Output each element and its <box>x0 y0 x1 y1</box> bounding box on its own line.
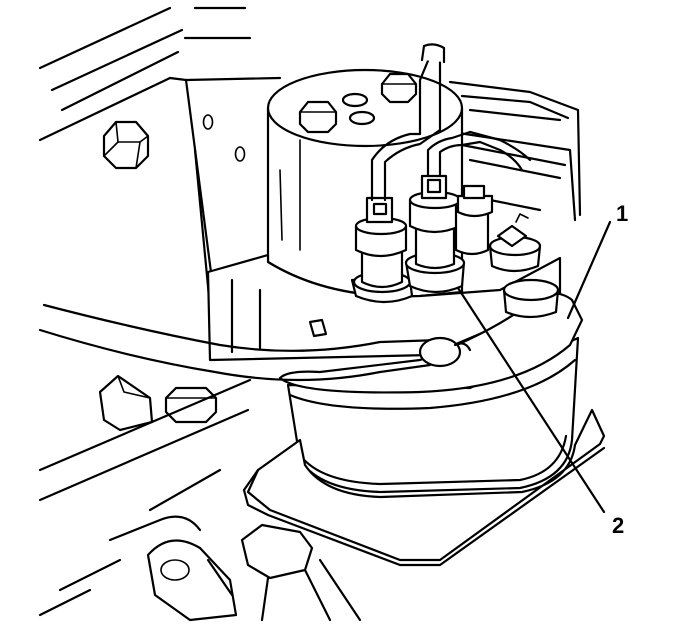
callout-label-1: 1 <box>616 201 629 226</box>
hex-bolt-upper <box>102 120 150 170</box>
connector-left <box>350 196 414 304</box>
frame-rail-upper <box>38 6 252 142</box>
wiring-harness <box>370 43 532 202</box>
cap-hole-1 <box>341 92 369 108</box>
housing-rim <box>278 292 584 410</box>
leader-line-1 <box>566 220 612 320</box>
rubber-bumper <box>98 374 154 432</box>
mounting-bracket <box>168 76 282 362</box>
fluid-cap <box>502 278 560 319</box>
brake-hose <box>38 303 472 382</box>
lower-mechanism <box>146 523 362 622</box>
cap-hole-2 <box>348 110 376 126</box>
hydraulic-block <box>206 253 562 362</box>
connector-right <box>488 213 542 273</box>
motor-cap-nut-right <box>380 72 418 104</box>
leader-line-2 <box>456 286 606 514</box>
base-plate <box>242 408 606 567</box>
connector-middle <box>404 174 466 294</box>
lower-crossmember <box>38 378 252 617</box>
callout-label-2: 2 <box>612 513 625 538</box>
connector-small <box>454 184 494 256</box>
motor-cap-nut-left <box>298 100 338 134</box>
